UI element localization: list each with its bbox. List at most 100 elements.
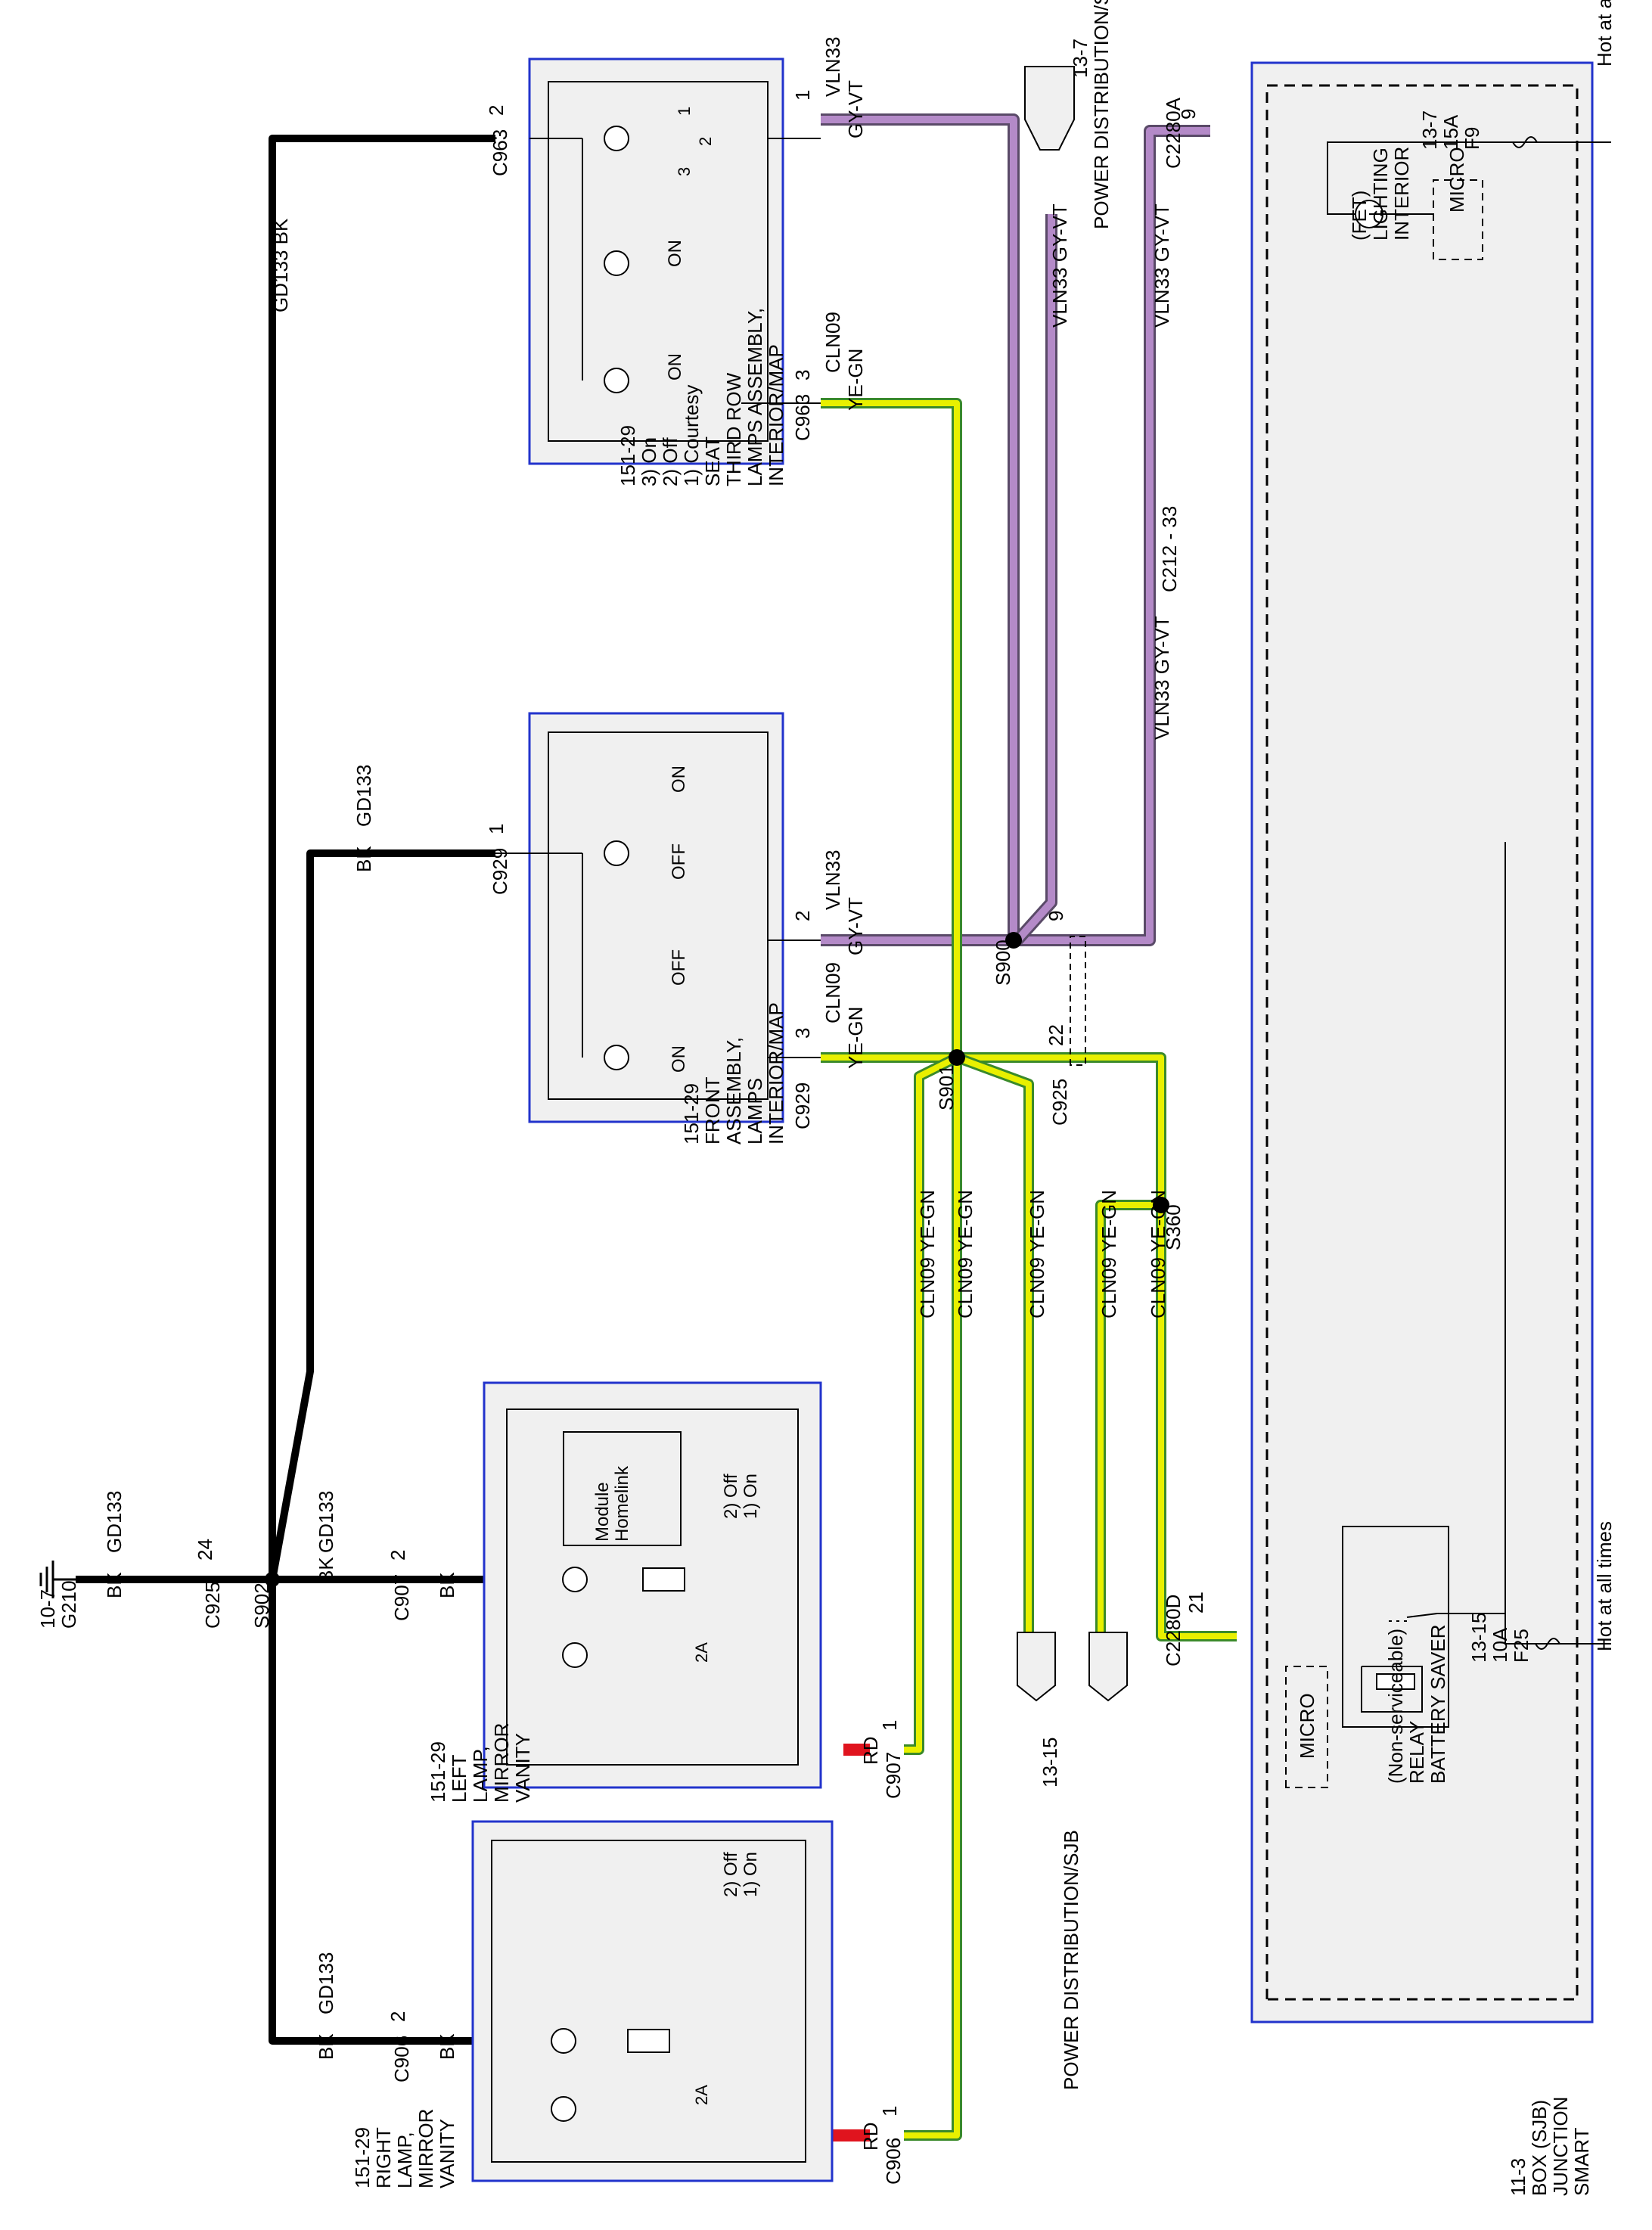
svg-text:1: 1	[791, 90, 814, 101]
vanity-left-bulb-1-icon	[562, 1567, 588, 1592]
svg-text:(Non-serviceable): (Non-serviceable)	[1384, 1629, 1407, 1784]
vln33-c963-to-s900	[821, 113, 1020, 940]
svg-text:9: 9	[1177, 109, 1200, 120]
svg-text:C929: C929	[489, 848, 511, 895]
vln33-s900-to-pd	[1013, 214, 1057, 945]
sjb-hot-top: Hot at all times	[1593, 0, 1616, 67]
vanity-mirror-right: 1) On 2) Off 2A VANITY MIRROR LAMP, RIGH…	[351, 1820, 834, 2188]
vanity-right-bulb-2-icon	[551, 2096, 576, 2122]
vln33-s900-to-pd-core	[1014, 214, 1055, 943]
svg-text:GD133: GD133	[315, 1491, 337, 1553]
third-row-sw-2: 2	[696, 137, 715, 146]
front-off-2: OFF	[669, 949, 689, 986]
svg-text:S901: S901	[935, 1064, 958, 1110]
svg-text:MIRROR: MIRROR	[490, 1723, 513, 1803]
svg-text:151-29: 151-29	[680, 1083, 703, 1145]
c925-connector	[1070, 936, 1086, 1066]
svg-text:C907: C907	[882, 1752, 905, 1799]
vanity-right-state-2: 2) Off	[721, 1852, 741, 1897]
power-distribution-top-connector	[1024, 66, 1075, 151]
svg-text:3) On: 3) On	[638, 437, 660, 486]
svg-text:C925: C925	[201, 1582, 224, 1629]
svg-text:BK: BK	[315, 2033, 337, 2060]
vanity-left-label: VANITY MIRROR LAMP, LEFT 151-29	[427, 1723, 534, 1803]
f9-fuse-icon	[1512, 136, 1538, 148]
svg-text:C963: C963	[791, 394, 814, 441]
svg-text:1: 1	[485, 824, 508, 834]
svg-text:VANITY: VANITY	[436, 2119, 458, 2188]
svg-text:S902: S902	[250, 1582, 273, 1629]
g210-ground-icon	[39, 1561, 76, 1598]
vln33-sjb-to-s900-core	[1074, 127, 1210, 944]
svg-text:C906: C906	[882, 2138, 905, 2185]
svg-text:C906: C906	[390, 2036, 413, 2082]
front-label: INTERIOR/MAP LAMPS ASSEMBLY, FRONT 151-2…	[680, 1002, 787, 1145]
svg-text:2: 2	[387, 1550, 409, 1561]
svg-text:GD133 BK: GD133 BK	[269, 218, 292, 312]
svg-text:C2280D: C2280D	[1162, 1595, 1185, 1666]
front-bulb-1-icon	[604, 840, 629, 866]
micro-box-top	[1433, 179, 1483, 260]
front-lamp-assembly: ON OFF OFF ON INTERIOR/MAP LAMPS ASSEMBL…	[495, 712, 821, 1145]
svg-text:FRONT: FRONT	[701, 1076, 724, 1145]
svg-text:151-29: 151-29	[616, 425, 639, 486]
map-bulb-2-icon	[604, 368, 629, 393]
svg-text:2: 2	[485, 105, 508, 116]
svg-text:22: 22	[1045, 1024, 1067, 1046]
vanity-left-fuse-label: 2A	[692, 1642, 711, 1663]
svg-text:RELAY: RELAY	[1405, 1721, 1428, 1784]
micro-box-bottom	[1285, 1666, 1328, 1788]
svg-text:G210: G210	[57, 1580, 80, 1629]
third-row-sw-1: 1	[675, 107, 694, 116]
homelink-label: Homelink Module	[592, 1465, 632, 1542]
svg-text:CLN09 YE-GN: CLN09 YE-GN	[1147, 1190, 1169, 1318]
svg-text:10A: 10A	[1489, 1627, 1511, 1663]
vanity-left-state-1: 1) On	[741, 1474, 761, 1519]
cln09-to-pd-bottom-casing	[955, 1052, 1034, 1644]
svg-text:C925: C925	[1048, 1079, 1071, 1126]
svg-text:S360: S360	[1162, 1204, 1185, 1250]
cln09-c963-to-s901-casing	[821, 398, 962, 1063]
svg-text:2: 2	[791, 911, 814, 921]
svg-text:15A: 15A	[1439, 114, 1462, 150]
vanity-mirror-left: Homelink Module 1) On 2) Off 2A VANITY M…	[427, 1381, 822, 1803]
svg-text:9: 9	[1045, 911, 1067, 921]
svg-text:11-3: 11-3	[1507, 2158, 1529, 2196]
cln09-to-c906	[904, 1058, 960, 2138]
s360-splice	[1153, 1197, 1169, 1213]
svg-text:Homelink: Homelink	[612, 1465, 632, 1542]
svg-text:13-15: 13-15	[1467, 1613, 1490, 1663]
power-distribution-bottom-connector-b	[1088, 1632, 1128, 1702]
svg-text:2) Off: 2) Off	[659, 437, 682, 486]
courtesy-bulb-icon	[604, 126, 629, 151]
cln09-to-pd-bottom	[955, 1054, 1032, 1644]
svg-text:CLN09: CLN09	[821, 312, 844, 373]
svg-text:CLN09 YE-GN: CLN09 YE-GN	[916, 1190, 939, 1318]
svg-text:BATTERY SAVER: BATTERY SAVER	[1427, 1625, 1449, 1784]
vanity-left-heater-icon	[642, 1567, 685, 1592]
vanity-left-state-2: 2) Off	[721, 1474, 741, 1519]
svg-text:13-15: 13-15	[1039, 1738, 1061, 1788]
svg-text:RD: RD	[859, 2122, 882, 2151]
svg-text:GD133: GD133	[103, 1491, 126, 1553]
vln33-wires	[821, 113, 1210, 946]
svg-text:C929: C929	[791, 1082, 814, 1129]
cln09-to-c907	[904, 1054, 958, 1753]
svg-text:S900: S900	[992, 940, 1014, 986]
svg-text:RIGHT: RIGHT	[372, 2127, 395, 2188]
gd133-c929	[269, 849, 495, 1580]
third-row-sw-3: 3	[675, 167, 694, 176]
svg-text:VANITY: VANITY	[511, 1733, 534, 1803]
svg-text:LAMP,: LAMP,	[469, 1746, 492, 1803]
svg-text:INTERIOR: INTERIOR	[1390, 147, 1413, 241]
homelink-module-box	[563, 1431, 682, 1546]
svg-text:POWER DISTRIBUTION/SJB: POWER DISTRIBUTION/SJB	[1060, 1830, 1082, 2090]
gd133-c906	[269, 1579, 495, 2045]
svg-text:VLN33: VLN33	[821, 37, 844, 98]
sjb-box	[1250, 61, 1594, 2023]
svg-text:POWER DISTRIBUTION/SJB: POWER DISTRIBUTION/SJB	[1090, 0, 1113, 229]
svg-text:F9: F9	[1461, 127, 1483, 150]
front-bulb-2-icon	[604, 1045, 629, 1070]
svg-text:GY-VT: GY-VT	[844, 80, 867, 138]
vln33-c963-to-s900-core	[821, 116, 1017, 940]
